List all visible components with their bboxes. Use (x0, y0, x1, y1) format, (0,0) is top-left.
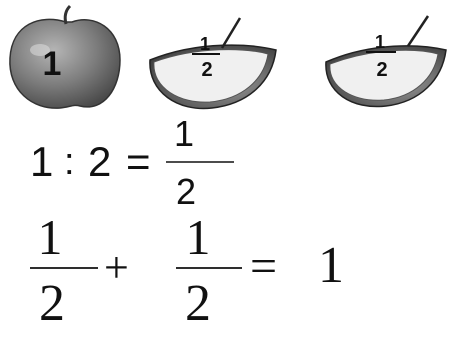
half-left-denominator: 2 (201, 59, 212, 81)
sum-a-numerator: 1 (38, 209, 63, 265)
sum-result: 1 (318, 237, 344, 294)
sum-plus: + (104, 243, 129, 292)
sum-equation: 1 2 + 1 2 = 1 (30, 209, 344, 332)
half-apple-flesh-icon (153, 49, 269, 103)
half-apple-left: 1 2 (149, 17, 277, 110)
apple-stem-icon (63, 4, 72, 25)
sum-b-numerator: 1 (186, 209, 211, 265)
sum-equals: = (250, 240, 277, 293)
ratio-colon: : (64, 141, 75, 183)
apple-highlight (30, 44, 50, 56)
half-apple-stem-icon (406, 15, 430, 47)
half-right-denominator: 2 (376, 59, 387, 81)
whole-apple: 1 (9, 4, 121, 109)
half-left-numerator: 1 (200, 34, 210, 54)
apple-body-icon (9, 18, 121, 109)
ratio-fraction-numerator: 1 (174, 113, 194, 154)
half-apple-right: 1 2 (325, 15, 447, 108)
sum-a-denominator: 2 (39, 275, 65, 332)
ratio-left: 1 (30, 138, 53, 185)
ratio-fraction-denominator: 2 (176, 171, 196, 212)
half-apple-stem-icon (220, 17, 242, 49)
ratio-equation: 1 : 2 = 1 2 (30, 113, 234, 212)
sum-b-denominator: 2 (185, 275, 211, 332)
half-right-numerator: 1 (375, 32, 385, 52)
ratio-right: 2 (88, 138, 111, 185)
whole-apple-label: 1 (43, 45, 62, 83)
ratio-equals: = (126, 138, 151, 185)
